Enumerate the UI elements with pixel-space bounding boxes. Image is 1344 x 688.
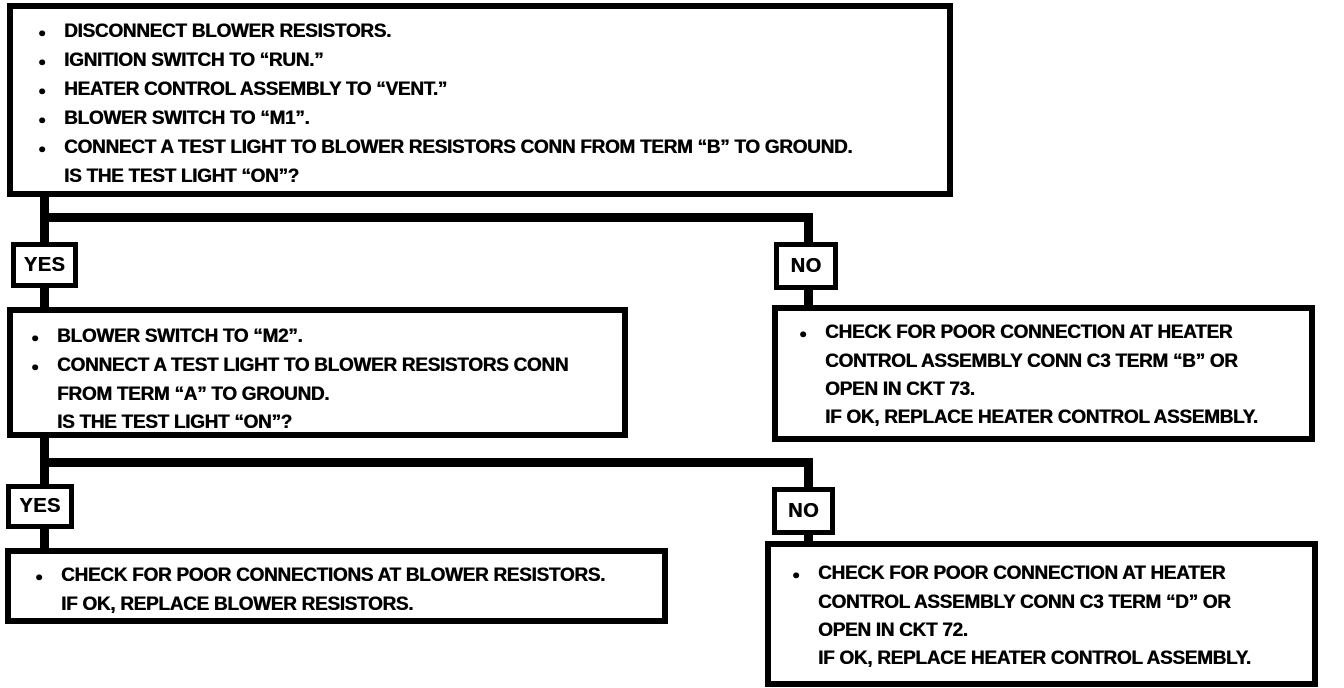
step-line: ● CHECK FOR POOR CONNECTION AT HEATER bbox=[799, 319, 1303, 348]
bullet-icon: ● bbox=[35, 569, 43, 584]
step-line: IS THE TEST LIGHT “ON”? bbox=[31, 409, 616, 433]
bullet-icon: ● bbox=[38, 54, 46, 69]
step-text: IS THE TEST LIGHT “ON”? bbox=[64, 166, 299, 187]
step-text: IGNITION SWITCH TO “RUN.” bbox=[64, 50, 324, 71]
yes-label-text: YES bbox=[19, 495, 61, 517]
step-text: BLOWER SWITCH TO “M2”. bbox=[57, 326, 303, 347]
step-text: CONNECT A TEST LIGHT TO BLOWER RESISTORS… bbox=[64, 137, 853, 158]
bullet-icon: ● bbox=[38, 25, 46, 40]
step-line: ● HEATER CONTROL ASSEMBLY TO “VENT.” bbox=[38, 76, 939, 105]
bullet-icon: ● bbox=[38, 141, 46, 156]
step-text: CHECK FOR POOR CONNECTION AT HEATER bbox=[825, 322, 1233, 343]
step-line: ● IGNITION SWITCH TO “RUN.” bbox=[38, 47, 939, 76]
step-text: IF OK, REPLACE BLOWER RESISTORS. bbox=[61, 594, 414, 615]
bullet-icon: ● bbox=[31, 330, 39, 345]
step-text: BLOWER SWITCH TO “M1”. bbox=[64, 108, 310, 129]
step-line: ● CONNECT A TEST LIGHT TO BLOWER RESISTO… bbox=[38, 134, 939, 163]
yes-label-2: YES bbox=[6, 484, 74, 529]
bullet-icon: ● bbox=[38, 83, 46, 98]
connector-no2-down bbox=[804, 535, 813, 545]
step-text: CONTROL ASSEMBLY CONN C3 TERM “B” OR bbox=[825, 351, 1238, 372]
step-line: IS THE TEST LIGHT “ON”? bbox=[38, 163, 939, 191]
step-line: ● DISCONNECT BLOWER RESISTORS. bbox=[38, 18, 939, 47]
step-text: CHECK FOR POOR CONNECTIONS AT BLOWER RES… bbox=[61, 565, 605, 586]
connector-branch1-horizontal bbox=[40, 213, 813, 222]
step-line: OPEN IN CKT 72. bbox=[792, 617, 1306, 645]
step-line: IF OK, REPLACE HEATER CONTROL ASSEMBLY. bbox=[799, 404, 1303, 432]
bullet-icon: ● bbox=[38, 112, 46, 127]
step-line: IF OK, REPLACE HEATER CONTROL ASSEMBLY. bbox=[792, 645, 1306, 673]
step-line: ● CHECK FOR POOR CONNECTIONS AT BLOWER R… bbox=[35, 562, 656, 591]
step-text: HEATER CONTROL ASSEMBLY TO “VENT.” bbox=[64, 79, 447, 100]
step-line: IF OK, REPLACE BLOWER RESISTORS. bbox=[35, 591, 656, 618]
step-line: CONTROL ASSEMBLY CONN C3 TERM “D” OR bbox=[792, 589, 1306, 617]
step-text: IF OK, REPLACE HEATER CONTROL ASSEMBLY. bbox=[818, 648, 1251, 669]
connector-no1-down bbox=[804, 290, 813, 305]
yes-label-text: YES bbox=[23, 253, 66, 276]
connector-branch2-no-down bbox=[804, 458, 813, 487]
no-label-1: NO bbox=[774, 242, 838, 290]
connector-branch2-horizontal bbox=[40, 458, 813, 467]
step-text: CONNECT A TEST LIGHT TO BLOWER RESISTORS… bbox=[57, 355, 569, 376]
step-line: ● CONNECT A TEST LIGHT TO BLOWER RESISTO… bbox=[31, 352, 616, 381]
step-line: OPEN IN CKT 73. bbox=[799, 376, 1303, 404]
step-text: DISCONNECT BLOWER RESISTORS. bbox=[64, 21, 391, 42]
start-step-box: ● DISCONNECT BLOWER RESISTORS. ● IGNITIO… bbox=[7, 3, 953, 197]
no-label-text: NO bbox=[788, 499, 819, 522]
step3-yes-box: ● CHECK FOR POOR CONNECTIONS AT BLOWER R… bbox=[5, 548, 668, 624]
bullet-icon: ● bbox=[31, 359, 39, 374]
no-label-text: NO bbox=[790, 254, 822, 277]
step-text: IS THE TEST LIGHT “ON”? bbox=[57, 412, 292, 433]
step-line: ● BLOWER SWITCH TO “M1”. bbox=[38, 105, 939, 134]
bullet-icon: ● bbox=[792, 567, 800, 582]
no-label-2: NO bbox=[772, 487, 835, 535]
bullet-icon: ● bbox=[799, 326, 807, 341]
step-line: FROM TERM “A” TO GROUND. bbox=[31, 381, 616, 409]
step-text: CHECK FOR POOR CONNECTION AT HEATER bbox=[818, 563, 1226, 584]
step-line: CONTROL ASSEMBLY CONN C3 TERM “B” OR bbox=[799, 348, 1303, 376]
connector-branch1-no-down bbox=[804, 213, 813, 242]
step-text: IF OK, REPLACE HEATER CONTROL ASSEMBLY. bbox=[825, 407, 1258, 428]
step2-yes-box: ● BLOWER SWITCH TO “M2”. ● CONNECT A TES… bbox=[7, 307, 628, 438]
step3-no-box: ● CHECK FOR POOR CONNECTION AT HEATER CO… bbox=[765, 541, 1318, 687]
yes-label-1: YES bbox=[11, 242, 78, 288]
step-line: ● BLOWER SWITCH TO “M2”. bbox=[31, 323, 616, 352]
step-text: OPEN IN CKT 72. bbox=[818, 620, 968, 641]
step-text: OPEN IN CKT 73. bbox=[825, 379, 975, 400]
step-text: CONTROL ASSEMBLY CONN C3 TERM “D” OR bbox=[818, 592, 1231, 613]
connector-yes2-down bbox=[40, 529, 49, 548]
connector-yes1-down bbox=[40, 288, 49, 307]
step2-no-box: ● CHECK FOR POOR CONNECTION AT HEATER CO… bbox=[772, 305, 1315, 442]
step-text: FROM TERM “A” TO GROUND. bbox=[57, 384, 330, 405]
step-line: ● CHECK FOR POOR CONNECTION AT HEATER bbox=[792, 560, 1306, 589]
